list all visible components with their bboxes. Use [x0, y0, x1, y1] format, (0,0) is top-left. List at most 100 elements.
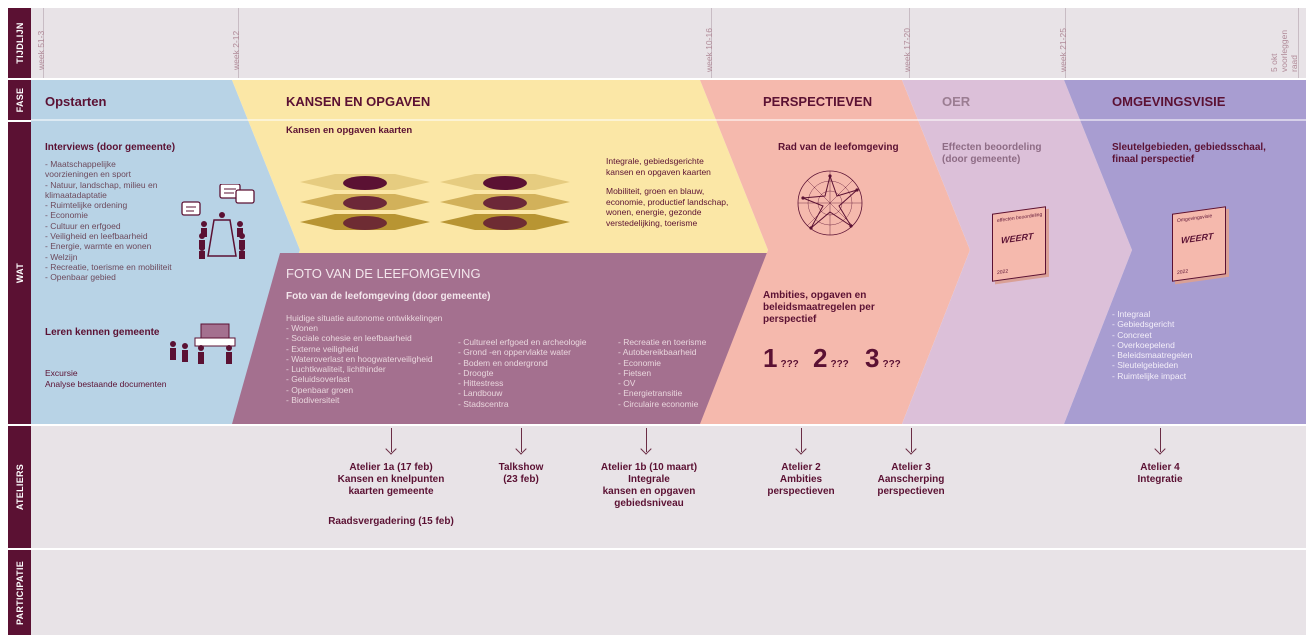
perspectief-3: 3??? [865, 343, 901, 374]
rad-van-de-leefomgeving-wheel [797, 170, 863, 236]
atelier-2-line-2: Ambities [779, 474, 823, 485]
talkshow: Talkshow (23 feb) [499, 462, 544, 486]
meeting-illustration [181, 184, 255, 259]
omgevingsvisie-report-book: Omgevingsvisie WEERT 2022 [1172, 206, 1226, 282]
oer-book-year: 2022 [997, 268, 1009, 277]
timeline-tick [1065, 8, 1066, 78]
list-item: - Openbaar gebied [45, 272, 116, 283]
list-item: - Circulaire economie [618, 398, 699, 409]
list-item: - Externe veiligheid [286, 343, 359, 354]
row-label-wat: WAT [8, 122, 31, 424]
list-item: - Fietsen [618, 367, 652, 378]
phase-title-opstarten: Opstarten [45, 94, 107, 109]
list-item: - OV [618, 378, 636, 389]
list-item: - Sociale cohesie en leefbaarheid [286, 333, 412, 344]
oer-report-book: effecten beoordeling WEERT 2022 [992, 206, 1046, 282]
arrow-atelier-4 [1160, 428, 1161, 452]
foto-subtitle: Foto van de leefomgeving (door gemeente) [286, 291, 491, 302]
list-item: - Droogte [458, 367, 494, 378]
list-item: - Integraal [1112, 309, 1151, 319]
kaarten-title: Kansen en opgaven kaarten [286, 125, 413, 136]
foto-col-3: - Recreatie en toerisme - Autobereikbaar… [618, 337, 706, 409]
atelier-4-line-1: Atelier 4 [1140, 462, 1180, 473]
phase-title-kansen: KANSEN EN OPGAVEN [286, 94, 431, 109]
oer-book-top: effecten beoordeling [997, 211, 1043, 225]
list-item: - Sleutelgebieden [1112, 360, 1179, 371]
perspectief-1-number: 1 [763, 343, 778, 373]
timeline-tick [1298, 8, 1299, 78]
talkshow-line-1: Talkshow [498, 462, 544, 473]
atelier-2: Atelier 2 Ambities perspectieven [767, 462, 834, 498]
phase-perspectieven-shape [700, 80, 970, 424]
atelier-1a-line-2: Kansen en knelpunten [337, 474, 445, 485]
row-label-fase: FASE [8, 80, 31, 120]
atelier-3: Atelier 3 Aanscherping perspectieven [877, 462, 944, 498]
phase-title-omgevingsvisie: OMGEVINGSVISIE [1112, 94, 1226, 109]
perspectief-2: 2??? [813, 343, 849, 374]
timeline-tick [909, 8, 910, 78]
omgevingsvisie-list: - Integraal - Gebiedsgericht - Concreet … [1112, 309, 1192, 381]
perspectief-3-placeholder: ??? [882, 359, 901, 370]
row-label-tijdlijn: TIJDLIJN [8, 8, 31, 78]
kansen-themes: Mobiliteit, groen en blauw, economie, pr… [606, 186, 729, 228]
foto-col-2: - Cultureel erfgoed en archeologie - Gro… [458, 337, 587, 409]
list-item: - Concreet [1112, 329, 1152, 340]
timeline-band [31, 8, 1306, 78]
oer-effecten: Effecten beoordeling (door gemeente) [942, 142, 1042, 165]
list-item: - Ruimtelijke impact [1112, 370, 1187, 381]
perspectief-1-placeholder: ??? [780, 359, 799, 370]
list-item: - Bodem en ondergrond [458, 357, 548, 368]
foto-title: FOTO VAN DE LEEFOMGEVING [286, 266, 481, 281]
list-item: - Landbouw [458, 388, 503, 399]
list-item: - Gebiedsgericht [1112, 319, 1175, 330]
list-item: - Biodiversiteit [286, 395, 340, 406]
atelier-1b-line-2: Integrale [628, 474, 670, 485]
timeline-tick [238, 8, 239, 78]
map-stack-1 [300, 174, 430, 230]
list-item: - Luchtkwaliteit, lichthinder [286, 364, 386, 375]
list-item: - Openbaar groen [286, 384, 354, 395]
list-item: - Energie, warmte en wonen [45, 241, 152, 252]
atelier-1a-line-3: kaarten gemeente [348, 486, 434, 497]
arrow-atelier-1b [646, 428, 647, 452]
list-item: - Veiligheid en leefbaarheid [45, 231, 148, 242]
list-item: - Grond -en oppervlakte water [458, 347, 571, 358]
timeline-tick [711, 8, 712, 78]
row-label-participatie: PARTICIPATIE [8, 550, 31, 635]
list-item: - Autobereikbaarheid [618, 347, 697, 358]
map-layers-illustration [300, 174, 570, 230]
atelier-3-line-3: perspectieven [877, 486, 945, 497]
atelier-4-line-2: Integratie [1137, 474, 1183, 485]
list-item: - Wonen [286, 323, 318, 333]
atelier-3-line-1: Atelier 3 [891, 462, 931, 473]
foto-col-1: - Wonen - Sociale cohesie en leefbaarhei… [286, 323, 433, 405]
arrow-talkshow [521, 428, 522, 452]
atelier-1b-line-4: gebiedsniveau [614, 498, 684, 509]
omgevingsvisie-book-year: 2022 [1177, 268, 1189, 277]
omgevingsvisie-book-title: WEERT [1181, 230, 1214, 246]
ateliers-band [31, 426, 1306, 548]
list-item: - Wateroverlast en hoogwaterveiligheid [286, 353, 433, 364]
list-item: - Recreatie, toerisme en mobiliteit [45, 261, 172, 272]
interviews-list: - Maatschappelijke voorzieningen en spor… [45, 159, 172, 283]
list-item: - Cultuur en erfgoed [45, 220, 121, 231]
row-label-ateliers: ATELIERS [8, 426, 31, 548]
list-item: - Economie [618, 357, 661, 368]
perspectief-2-number: 2 [813, 343, 828, 373]
participatie-band [31, 550, 1306, 635]
perspectief-1: 1??? [763, 343, 799, 374]
list-item: - Geluidsoverlast [286, 374, 350, 385]
foto-intro: Huidige situatie autonome ontwikkelingen [286, 313, 443, 323]
phase-title-oer: OER [942, 94, 971, 109]
list-item: - Hittestress [458, 378, 504, 389]
arrow-atelier-2 [801, 428, 802, 452]
map-stack-2 [440, 174, 570, 230]
interviews-title: Interviews (door gemeente) [45, 142, 176, 153]
oer-book-title: WEERT [1001, 230, 1034, 246]
leren-title: Leren kennen gemeente [45, 327, 160, 338]
timeline-tick [43, 8, 44, 78]
ambities-title: Ambities, opgaven en beleidsmaatregelen … [763, 290, 875, 325]
list-item: - Stadscentra [458, 398, 509, 409]
atelier-1a: Atelier 1a (17 feb) Kansen en knelpunten… [338, 462, 445, 498]
atelier-2-line-3: perspectieven [767, 486, 835, 497]
